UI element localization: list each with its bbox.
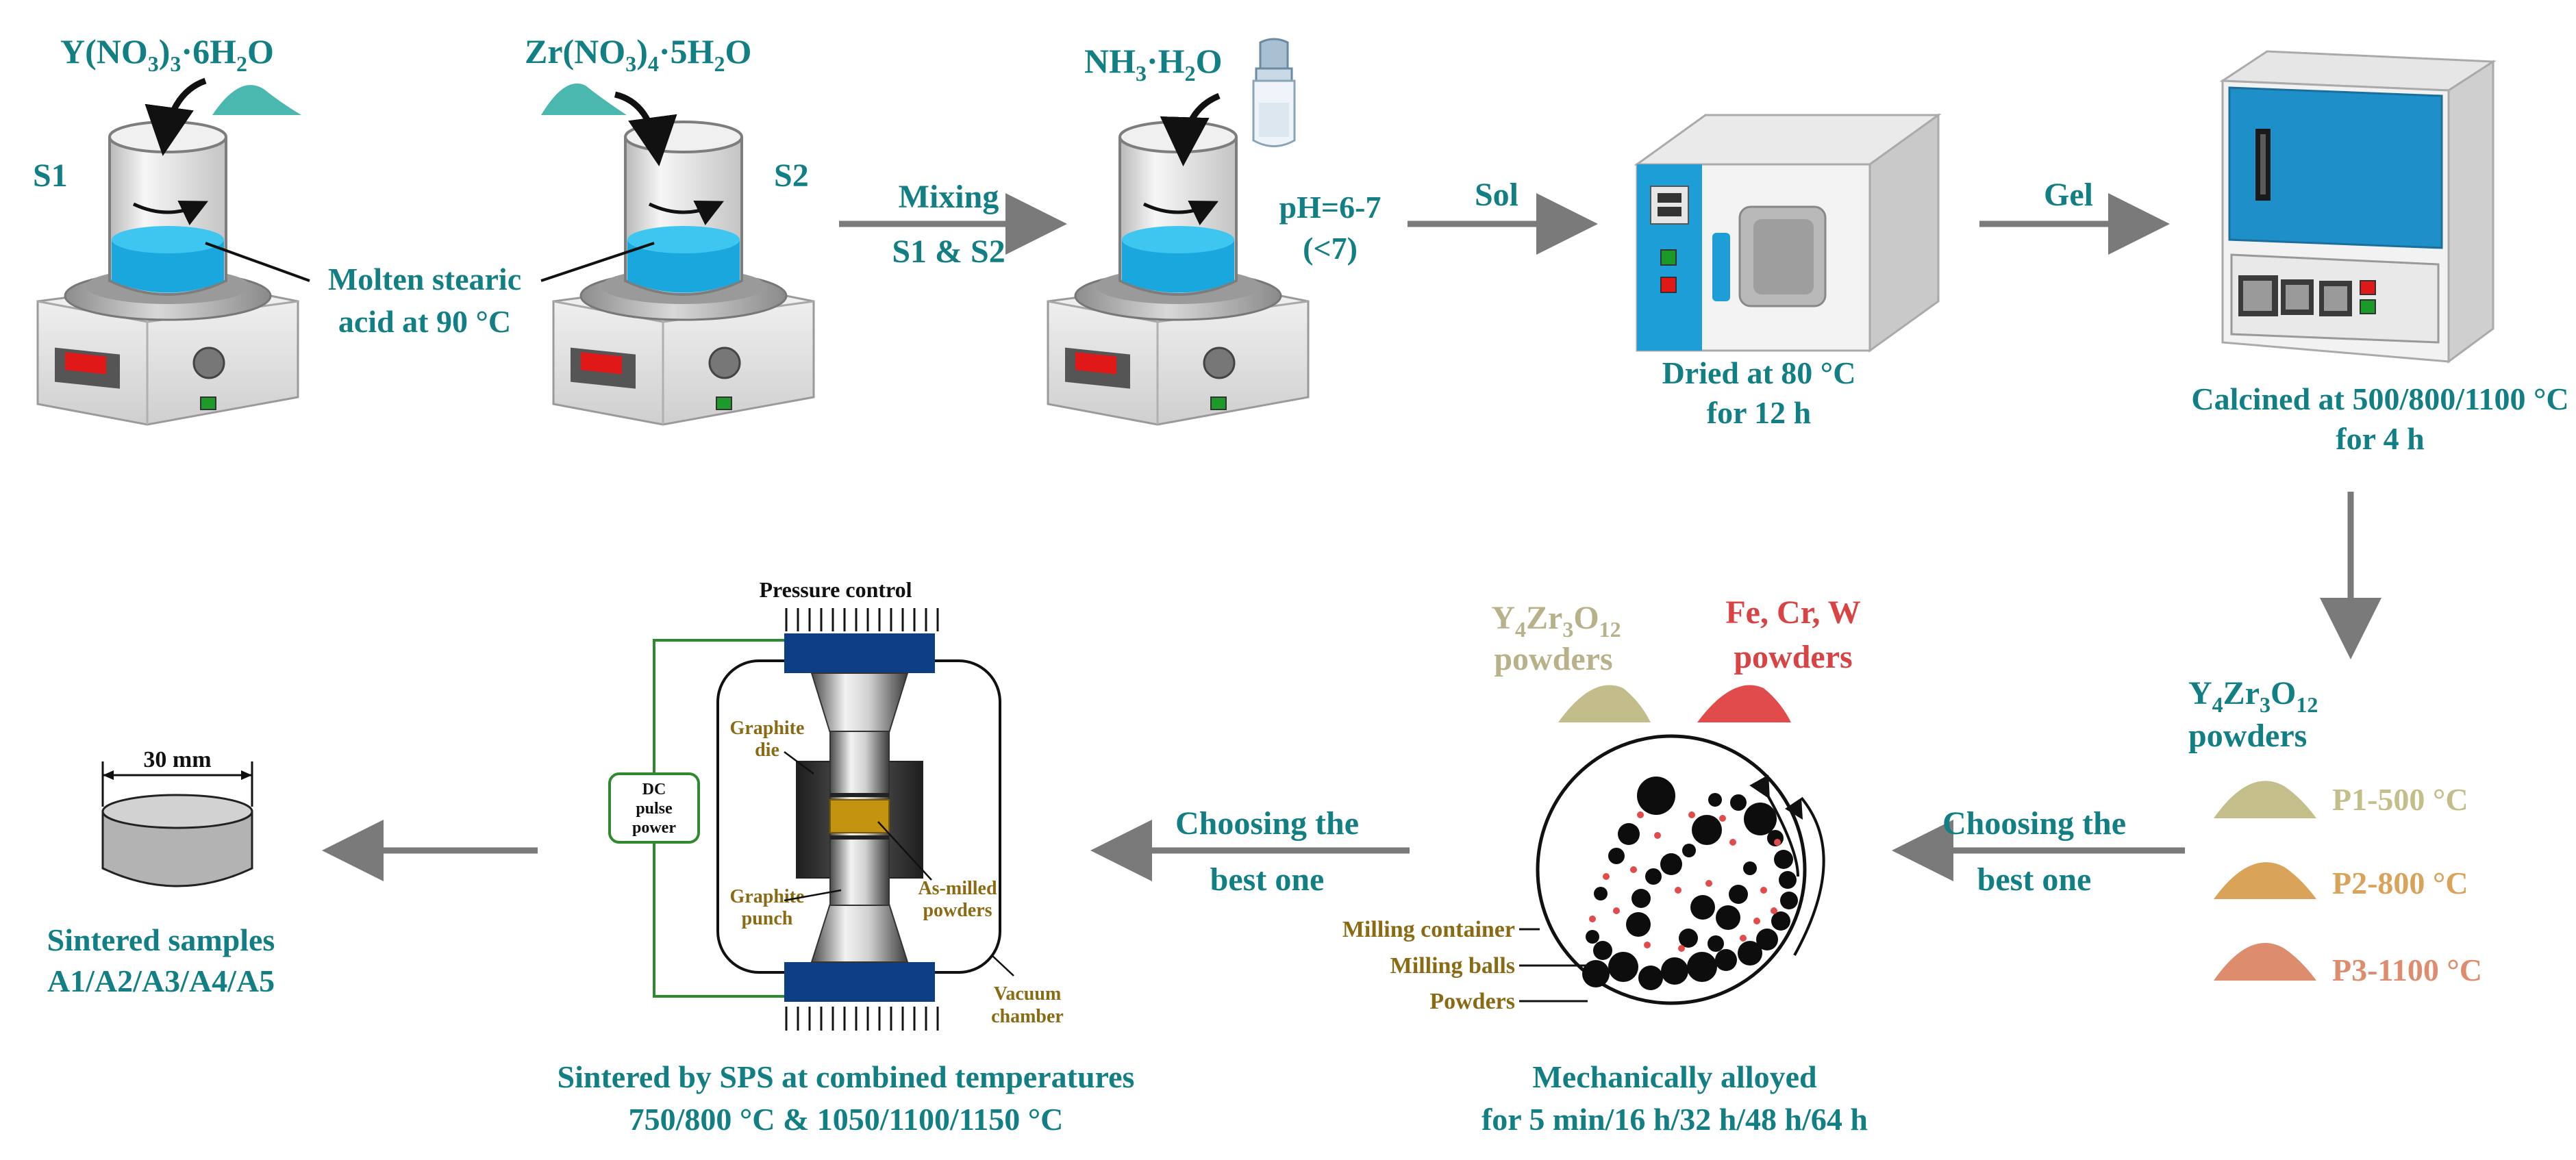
choose2-line1: Choosing the <box>1175 805 1359 842</box>
callout-line-s2 <box>540 242 655 282</box>
label-milling-balls: Milling balls <box>1390 953 1515 979</box>
asmilled-line2: powders <box>923 900 992 921</box>
milling-powder-dots <box>1589 811 1781 952</box>
mixing-label-bottom: S1 & S2 <box>892 234 1005 270</box>
calcined-caption-line1: Calcined at 500/800/1100 °C <box>2191 381 2568 416</box>
reagent-yttrium-nitrate: Y(NO3)3·6H2O <box>60 32 274 76</box>
ph-line1: pH=6-7 <box>1279 190 1381 225</box>
asmilled-line1: As-milled <box>918 878 997 899</box>
dc-line2: pulse <box>636 800 673 818</box>
pressure-arrows-bottom <box>785 1007 939 1031</box>
sps-caption-line2: 750/800 °C & 1050/1100/1150 °C <box>629 1102 1064 1137</box>
sol-label: Sol <box>1475 177 1518 213</box>
label-milling-container: Milling container <box>1342 917 1515 942</box>
powder-p2-label: P2-800 °C <box>2332 866 2468 900</box>
vacuum-line1: Vacuum <box>994 983 1062 1005</box>
mixing-label-top: Mixing <box>899 179 999 215</box>
vacuum-line2: chamber <box>991 1006 1064 1027</box>
choose1-line2: best one <box>1977 861 2092 898</box>
dried-caption-line1: Dried at 80 °C <box>1662 355 1856 390</box>
powder-mound-oxide <box>1558 685 1651 722</box>
molten-stearic-line2: acid at 90 °C <box>338 304 511 339</box>
choose1-line1: Choosing the <box>1942 805 2126 842</box>
muffle-furnace <box>2219 50 2497 364</box>
label-s1: S1 <box>33 157 68 194</box>
callout-line-s1 <box>205 242 310 282</box>
leader-vacuum <box>991 955 1014 976</box>
powder-mound-metal <box>1697 685 1791 722</box>
molten-stearic-line1: Molten stearic <box>328 262 521 297</box>
dried-caption-line2: for 12 h <box>1707 395 1812 430</box>
label-powders: Powders <box>1429 989 1515 1014</box>
graphite-punch-line2: punch <box>742 908 793 929</box>
label-s2: S2 <box>774 157 809 194</box>
milling-caption-line1: Mechanically alloyed <box>1532 1059 1817 1094</box>
ph-line2: (<7) <box>1303 231 1358 266</box>
powder-mound-p1 <box>2214 781 2316 818</box>
reagent-zirconium-nitrate: Zr(NO3)4·5H2O <box>525 32 751 76</box>
dc-line3: power <box>632 819 676 837</box>
sample-dimension: 30 mm <box>143 747 211 772</box>
powder-p1-label: P1-500 °C <box>2332 782 2468 817</box>
graphite-die-line1: Graphite <box>730 718 805 739</box>
pour-arrow-s2 <box>614 91 677 166</box>
sps-caption-line1: Sintered by SPS at combined temperatures <box>558 1059 1135 1094</box>
choose2-line2: best one <box>1210 861 1325 898</box>
graphite-punch-line1: Graphite <box>730 886 805 907</box>
reagent-ammonia: NH3·H2O <box>1084 42 1222 86</box>
milling-caption-line2: for 5 min/16 h/32 h/48 h/64 h <box>1481 1102 1868 1137</box>
metal-powder-line1: Fe, Cr, W <box>1725 594 1860 631</box>
hotplate-s2 <box>552 121 815 426</box>
hotplate-s1 <box>36 121 299 426</box>
gel-label: Gel <box>2044 177 2093 213</box>
powders-title: Y4Zr3O12 <box>2188 675 2318 717</box>
hotplate-mixing <box>1047 121 1310 426</box>
metal-powder-line2: powders <box>1734 639 1852 675</box>
samples-caption-line1: Sintered samples <box>47 922 275 957</box>
drying-oven <box>1634 113 1942 353</box>
pressure-arrows-top <box>785 608 939 631</box>
graphite-die-line2: die <box>755 740 779 761</box>
pressure-control-label: Pressure control <box>759 577 912 602</box>
powder-mound-p2 <box>2214 862 2316 899</box>
samples-caption-line2: A1/A2/A3/A4/A5 <box>47 963 275 998</box>
dc-line1: DC <box>642 781 666 798</box>
leader-die <box>784 751 814 775</box>
powder-mound-s2 <box>541 83 627 115</box>
pour-arrow-ammonia <box>1160 92 1221 166</box>
powder-mound-p3 <box>2214 942 2316 981</box>
calcined-caption-line2: for 4 h <box>2336 421 2425 456</box>
sintered-sample <box>101 761 253 887</box>
powder-mound-s1 <box>212 85 301 115</box>
oxide-powder-title: Y4Zr3O12 <box>1491 600 1621 642</box>
milling-container <box>1536 734 1825 1005</box>
powders-title-line2: powders <box>2188 718 2307 754</box>
dc-power-box <box>608 772 700 844</box>
sps-apparatus: Pressure control DC pulse power Graphite <box>608 577 1064 1031</box>
oxide-powder-line2: powders <box>1494 641 1612 677</box>
dropper-icon <box>1252 38 1296 147</box>
pour-arrow-s1 <box>145 77 207 156</box>
leader-asmilled <box>877 821 932 881</box>
leader-punch <box>784 889 842 902</box>
powder-p3-label: P3-1100 °C <box>2332 953 2482 987</box>
